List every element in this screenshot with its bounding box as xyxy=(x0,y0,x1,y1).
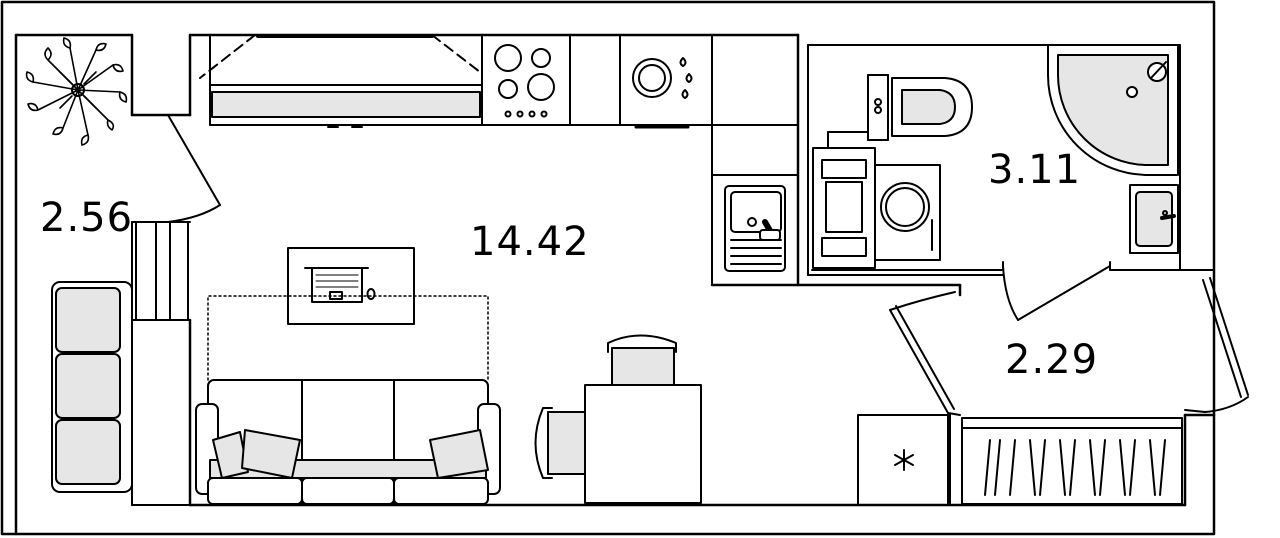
balcony-partition xyxy=(131,221,191,506)
sink-icon xyxy=(711,124,799,286)
shower-icon xyxy=(1047,44,1179,176)
bathroom-cabinet xyxy=(812,147,876,269)
wardrobe xyxy=(961,417,1183,505)
dishes-icon xyxy=(619,34,713,129)
balcony-area-label: 2.56 xyxy=(40,195,134,241)
desk xyxy=(287,247,415,325)
balcony-seat xyxy=(51,281,133,493)
chair xyxy=(534,334,677,479)
outer-walls xyxy=(0,0,1216,536)
sink-icon xyxy=(1129,184,1179,254)
plant-icon xyxy=(25,37,128,146)
freezer xyxy=(857,414,951,506)
laptop-icon xyxy=(304,267,376,303)
hallway-area-label: 2.29 xyxy=(1005,337,1099,383)
washing-machine-icon xyxy=(874,164,941,261)
main-room-area-label: 14.42 xyxy=(470,219,590,265)
kitchen-cabinet xyxy=(569,34,621,126)
bathroom-area-label: 3.11 xyxy=(988,147,1082,193)
toilet-icon xyxy=(867,74,973,141)
kitchen-cabinet xyxy=(711,34,799,126)
snowflake-icon xyxy=(894,449,914,471)
sofa xyxy=(195,379,501,505)
dining-table xyxy=(584,384,702,504)
kitchen-counter xyxy=(199,34,483,128)
bathroom-door xyxy=(1002,265,1111,321)
balcony-door xyxy=(167,114,221,223)
entrance-door xyxy=(1184,277,1249,413)
carpet xyxy=(207,295,489,381)
stove-icon xyxy=(481,34,571,126)
hallway-door xyxy=(889,291,961,416)
